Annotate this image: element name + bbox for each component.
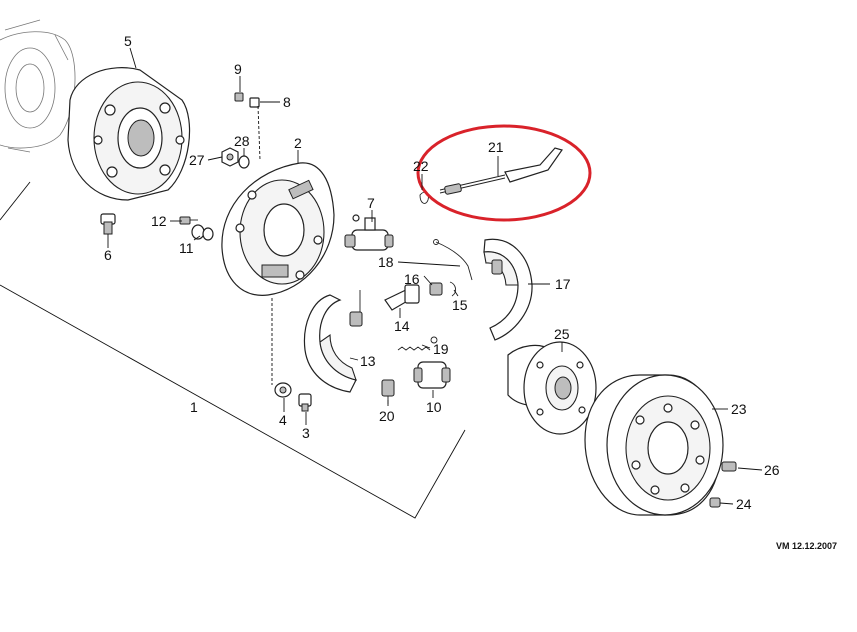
callout-21: 21	[488, 139, 504, 155]
wheel-cylinder-10[interactable]	[413, 361, 451, 389]
callout-20: 20	[379, 408, 395, 424]
wheel-cylinder[interactable]	[344, 214, 394, 251]
callout-8: 8	[283, 94, 291, 110]
screw-24[interactable]	[709, 497, 721, 508]
callout-5: 5	[124, 33, 132, 49]
nut-27[interactable]	[221, 147, 239, 167]
stud-26[interactable]	[721, 461, 737, 472]
callout-25: 25	[554, 326, 570, 342]
brake-shoe-17[interactable]	[483, 238, 533, 341]
bolt-3[interactable]	[298, 393, 312, 412]
brake-drum[interactable]	[584, 374, 724, 516]
callout-7: 7	[367, 195, 375, 211]
callout-labels: 1 2 3 4 5 6 7 8 9 10 11 12 13 14 15 16 1…	[104, 33, 780, 512]
clip-15[interactable]	[449, 281, 457, 297]
date-stamp: VM 12.12.2007	[776, 541, 837, 551]
backing-plate[interactable]	[221, 162, 335, 296]
small-bolt-9[interactable]	[234, 92, 244, 102]
nut-8[interactable]	[249, 97, 260, 108]
callout-26: 26	[764, 462, 780, 478]
washer-28[interactable]	[238, 155, 250, 169]
handbrake-cable[interactable]	[439, 147, 563, 195]
bolt-12[interactable]	[179, 216, 198, 225]
washer-11[interactable]	[191, 224, 214, 241]
callout-27: 27	[189, 152, 205, 168]
callout-19: 19	[433, 341, 449, 357]
callout-6: 6	[104, 247, 112, 263]
highlight-circle	[416, 124, 592, 222]
wheel-hub[interactable]	[507, 341, 597, 435]
callout-13: 13	[360, 353, 376, 369]
callout-2: 2	[294, 135, 302, 151]
assembly-bracket	[0, 181, 466, 519]
adjuster-lever[interactable]	[384, 284, 420, 311]
spring-19[interactable]	[397, 336, 438, 351]
assembly-axis	[257, 105, 273, 385]
callout-1: 1	[190, 399, 198, 415]
callout-14: 14	[394, 318, 410, 334]
callout-28: 28	[234, 133, 250, 149]
callout-4: 4	[279, 412, 287, 428]
callout-18: 18	[378, 254, 394, 270]
callout-17: 17	[555, 276, 571, 292]
leader-lines	[107, 47, 763, 505]
hub-flange[interactable]	[67, 67, 191, 201]
callout-22: 22	[413, 158, 429, 174]
callout-16: 16	[404, 271, 420, 287]
brake-shoe-13[interactable]	[303, 290, 363, 393]
callout-10: 10	[426, 399, 442, 415]
callout-15: 15	[452, 297, 468, 313]
callout-9: 9	[234, 61, 242, 77]
hub-bolt[interactable]	[100, 213, 116, 235]
callout-24: 24	[736, 496, 752, 512]
adjuster-screw-16[interactable]	[429, 282, 443, 296]
axle-housing	[0, 19, 76, 153]
callout-3: 3	[302, 425, 310, 441]
callout-23: 23	[731, 401, 747, 417]
washer-4[interactable]	[274, 382, 292, 398]
callout-12: 12	[151, 213, 167, 229]
spring-18[interactable]	[433, 239, 473, 281]
callout-11: 11	[179, 240, 194, 256]
